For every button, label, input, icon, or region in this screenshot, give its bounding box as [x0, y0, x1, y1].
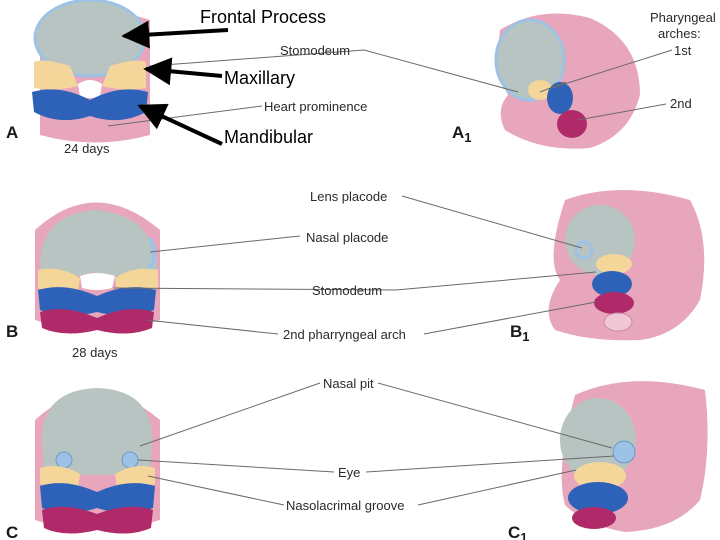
- mandibular-c: [40, 483, 155, 513]
- label-nasal-placode: Nasal placode: [306, 230, 388, 245]
- arch2-side-c1: [572, 507, 616, 529]
- stomodeum-a: [78, 80, 102, 98]
- maxillary-right-b: [115, 268, 158, 293]
- label-arches-title-1: Pharyngeal: [650, 10, 716, 25]
- arch2-side-a1: [557, 110, 587, 138]
- label-arch-2nd: 2nd: [670, 96, 692, 111]
- label-arch-1st: 1st: [674, 43, 692, 58]
- label-nasolacrimal-groove: Nasolacrimal groove: [286, 498, 405, 513]
- leader-lines: [107, 49, 673, 506]
- maxillary-right-c: [115, 466, 155, 489]
- panel-label-a1: A1: [452, 123, 472, 145]
- overlay-frontal-process: Frontal Process: [200, 7, 326, 27]
- eye-side-c1: [612, 440, 636, 464]
- label-stomodeum-a: Stomodeum: [280, 43, 350, 58]
- eye-right-c: [121, 451, 139, 469]
- lens-placode-b1: [574, 240, 594, 260]
- arch2-side-b1: [594, 292, 634, 314]
- mandibular-side-b1: [592, 271, 632, 297]
- panel-label-b: B: [6, 322, 18, 341]
- label-eye: Eye: [338, 465, 360, 480]
- label-age-a: 24 days: [64, 141, 110, 156]
- label-stomodeum-b: Stomodeum: [312, 283, 382, 298]
- maxillary-left-c: [40, 466, 80, 489]
- maxillary-side-b1: [596, 254, 632, 274]
- embryo-c1-side: [560, 381, 708, 532]
- label-lens-placode: Lens placode: [310, 189, 387, 204]
- panel-label-c1: C1: [508, 523, 528, 540]
- arrow-frontal-process: [121, 20, 229, 49]
- stomodeum-b: [80, 273, 115, 290]
- embryo-b1-side: [548, 190, 705, 341]
- frontal-process-c: [42, 388, 152, 475]
- maxillary-side-c1: [574, 462, 626, 490]
- maxillary-left-a: [34, 60, 78, 90]
- maxillary-left-b: [38, 268, 80, 293]
- label-age-b: 28 days: [72, 345, 118, 360]
- mandibular-b: [38, 287, 156, 316]
- arrow-maxillary: [143, 57, 223, 86]
- overlay-annotations: Frontal Process Maxillary Mandibular: [121, 7, 326, 147]
- panel-label-c: C: [6, 523, 18, 540]
- mandibular-a: [32, 89, 148, 121]
- overlay-mandibular: Mandibular: [224, 127, 313, 147]
- frontal-side-a1: [494, 18, 566, 102]
- maxillary-right-a: [102, 60, 146, 90]
- arch2-b: [40, 309, 154, 334]
- label-arches-title-2: arches:: [658, 26, 701, 41]
- panel-label-a: A: [6, 123, 18, 142]
- maxillary-side-a1: [528, 80, 552, 100]
- embryo-b-front: [35, 202, 160, 334]
- mandibular-side-c1: [568, 482, 628, 514]
- labels-row-c: Nasal pit Eye Nasolacrimal groove C C1: [6, 376, 528, 540]
- embryo-a-front: [32, 0, 150, 143]
- label-heart-prominence: Heart prominence: [264, 99, 367, 114]
- labels-row-b: Lens placode Nasal placode Stomodeum 2nd…: [6, 189, 530, 360]
- panel-label-b1: B1: [510, 322, 530, 344]
- embryo-a1-side: [494, 13, 640, 149]
- arch1-side-a1: [547, 82, 573, 114]
- eye-left-c: [55, 451, 73, 469]
- arch2-c: [42, 506, 153, 534]
- frontal-process-b: [39, 210, 158, 277]
- labels-row-a: Stomodeum Heart prominence Pharyngeal ar…: [6, 10, 716, 156]
- label-2nd-arch: 2nd pharryngeal arch: [283, 327, 406, 342]
- arrow-mandibular: [137, 103, 223, 146]
- embryo-c-front: [35, 388, 160, 534]
- label-nasal-pit: Nasal pit: [323, 376, 374, 391]
- overlay-maxillary: Maxillary: [224, 68, 295, 88]
